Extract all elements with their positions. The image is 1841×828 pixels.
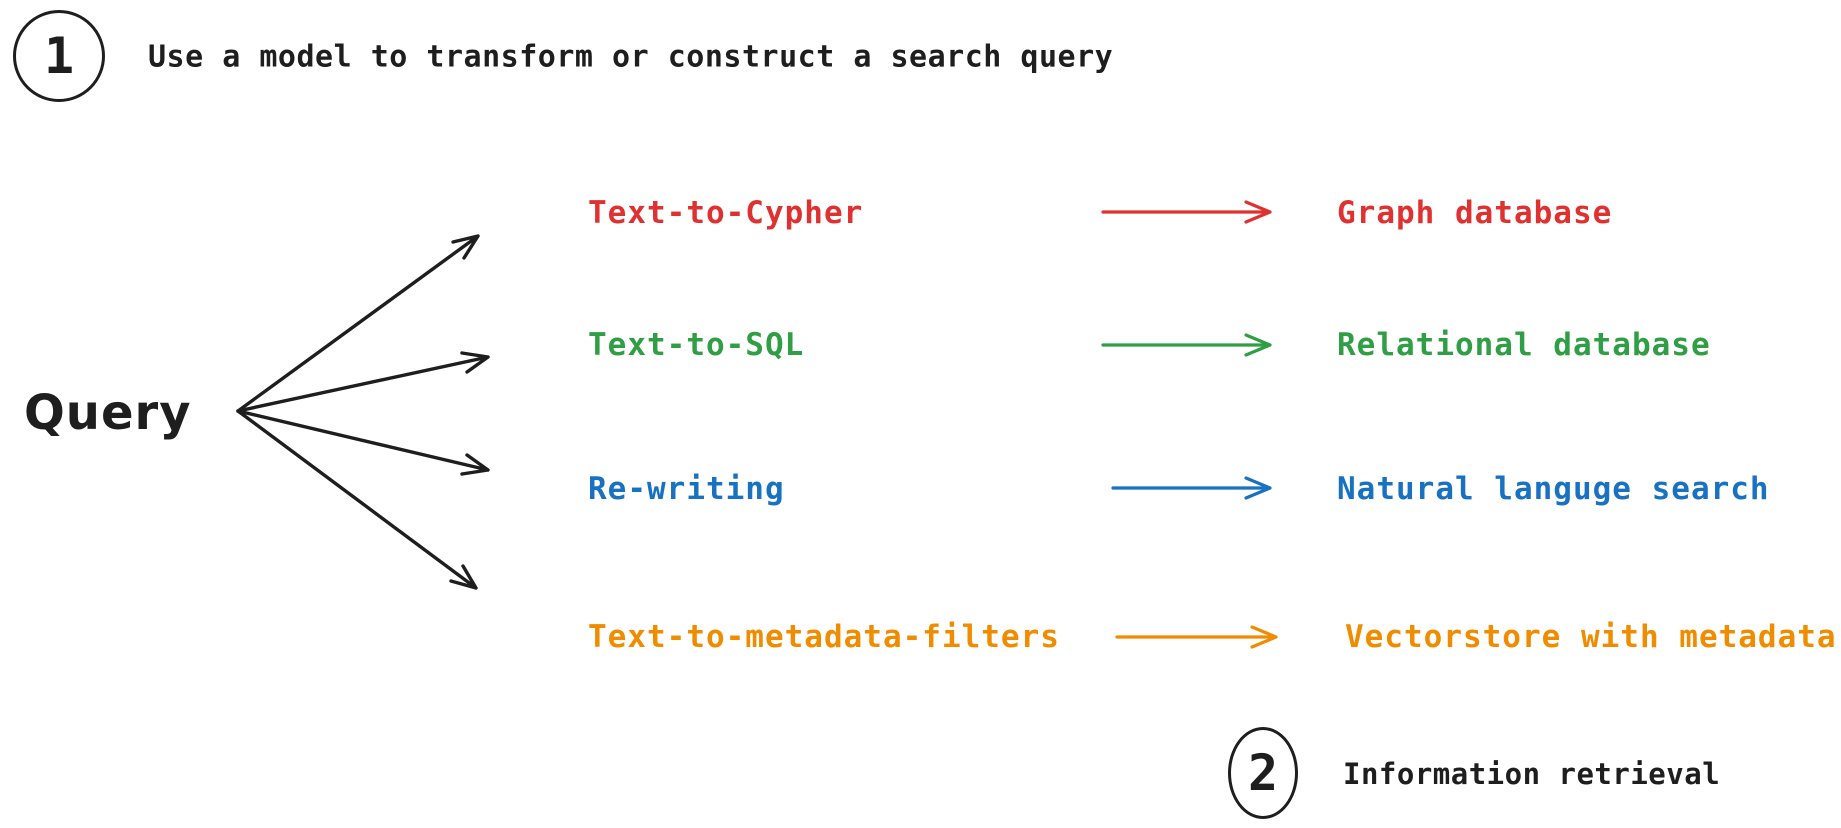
branch-target-label: Natural languge search [1337,471,1770,507]
query-node-label: Query [24,385,192,441]
branch-target-label: Relational database [1337,327,1711,363]
step-2-label: Information retrieval [1343,757,1721,791]
step-2-badge: 2 [1228,727,1298,819]
branch-arrow-icon [1101,200,1272,224]
branch-arrow-icon [1115,625,1278,649]
branch-target-label: Graph database [1337,195,1613,231]
step-1-badge: 1 [13,10,105,102]
branch-target-label: Vectorstore with metadata [1345,619,1837,655]
step-2-number: 2 [1247,744,1279,802]
branch-arrow-icon [1101,333,1272,357]
step-1-label: Use a model to transform or construct a … [148,39,1114,75]
branch-method-label: Re-writing [588,471,785,507]
step-1-number: 1 [43,27,75,85]
fan-arrows-icon [236,234,490,590]
branch-arrow-icon [1111,476,1272,500]
branch-method-label: Text-to-metadata-filters [588,619,1060,655]
branch-method-label: Text-to-Cypher [588,195,864,231]
branch-method-label: Text-to-SQL [588,327,805,363]
